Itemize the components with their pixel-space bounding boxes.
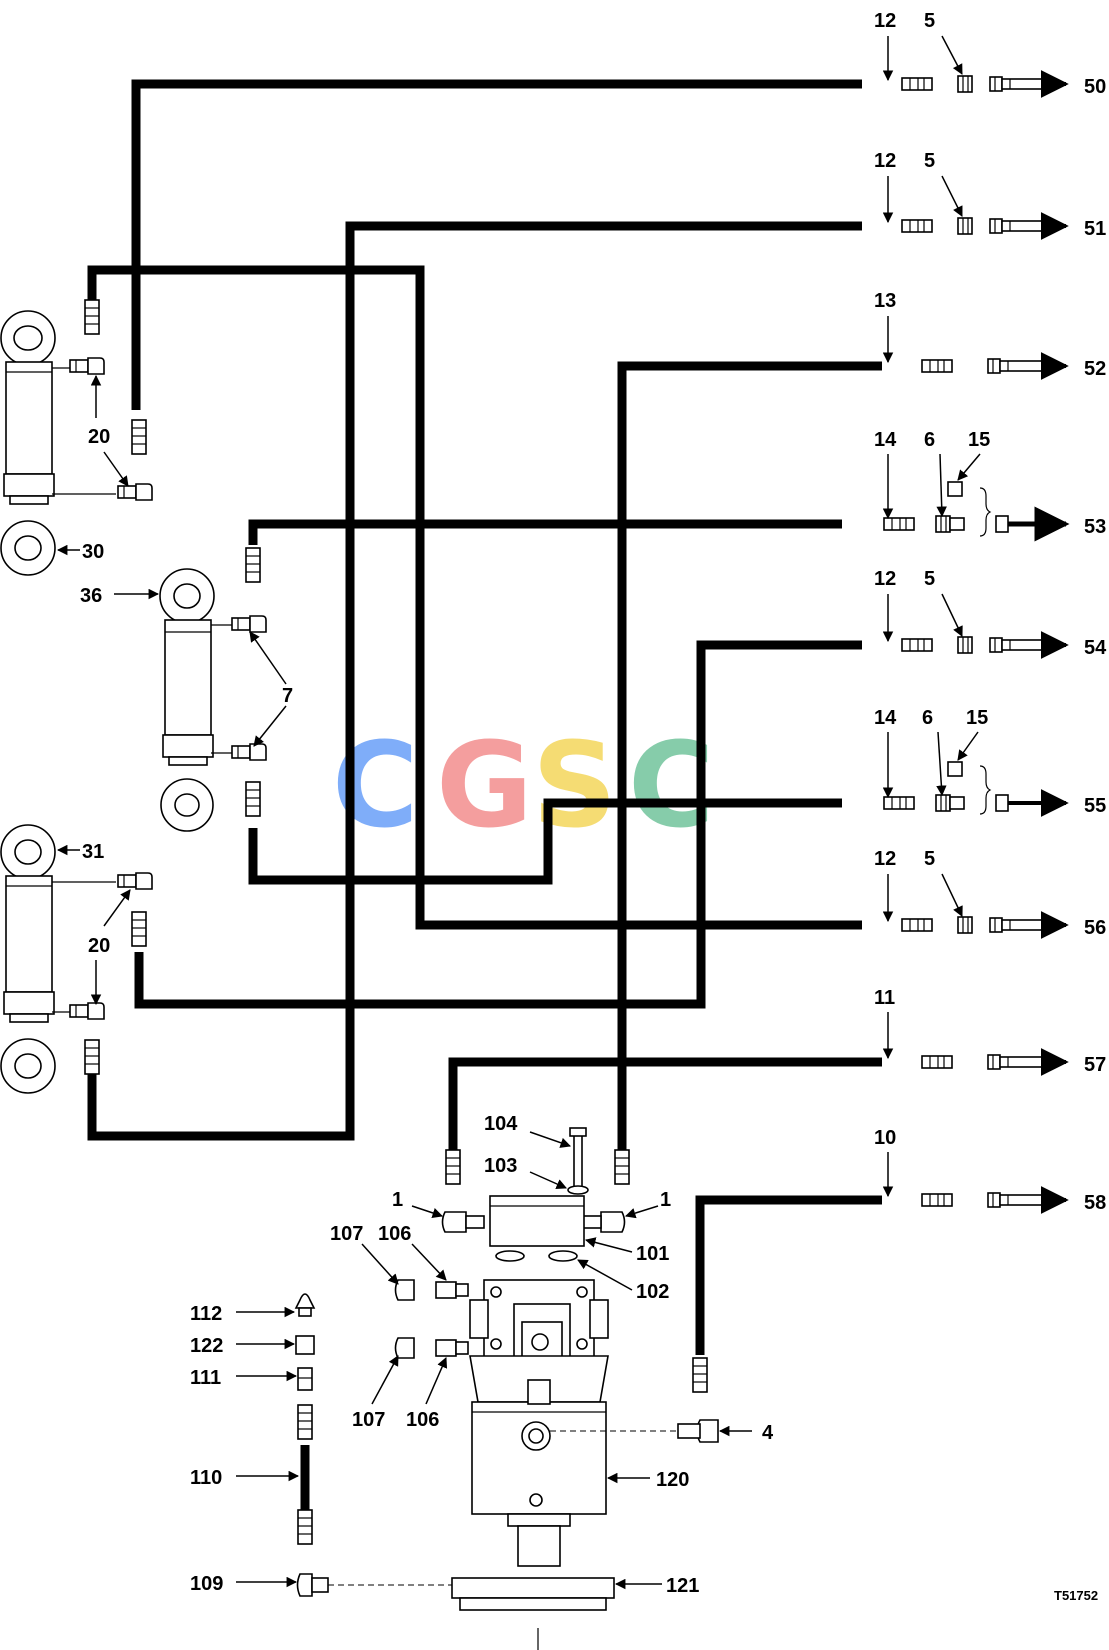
callout-15-row53: 15 [968, 429, 990, 451]
hose-58 [695, 1195, 882, 1355]
callout-122: 122 [190, 1335, 223, 1357]
cylinder-31 [0, 824, 153, 1094]
port-label-58: 58 [1084, 1192, 1106, 1214]
hose-55 [248, 798, 842, 885]
callout-14-row53: 14 [874, 429, 897, 451]
port-label-54: 54 [1084, 637, 1107, 659]
callout-1-left: 1 [392, 1189, 403, 1211]
drawing-code: T51752 [1054, 1588, 1098, 1603]
callout-1-right: 1 [660, 1189, 671, 1211]
callout-20-upper: 20 [88, 426, 110, 448]
hose-50 [131, 79, 862, 410]
callout-5-row51: 5 [924, 150, 935, 172]
port-labels: 50 51 52 53 54 55 56 57 58 [1084, 76, 1107, 1214]
port-label-55: 55 [1084, 795, 1106, 817]
callout-11: 11 [874, 987, 895, 1009]
callout-30: 30 [82, 541, 104, 563]
callout-12-row51: 12 [874, 150, 896, 172]
port-label-51: 51 [1084, 218, 1106, 240]
callout-120: 120 [656, 1469, 689, 1491]
callout-5-row54: 5 [924, 568, 935, 590]
callout-31: 31 [82, 841, 104, 863]
cylinder-30 [0, 299, 153, 576]
hose-54 [134, 640, 862, 1009]
callout-14-row55: 14 [874, 707, 897, 729]
leader-arrows [56, 35, 981, 1590]
callout-4: 4 [762, 1422, 774, 1444]
callout-labels: 12 5 12 5 13 14 6 15 12 5 14 6 15 12 5 1… [80, 10, 990, 1597]
callout-5-row50: 5 [924, 10, 935, 32]
watermark: C G S C [332, 716, 715, 854]
callout-15-row55: 15 [966, 707, 988, 729]
watermark-letter-1: C [332, 716, 419, 854]
port-label-56: 56 [1084, 917, 1106, 939]
callout-103: 103 [484, 1155, 517, 1177]
hose-56 [87, 265, 862, 930]
port-fittings [883, 70, 1070, 1214]
callout-6-row53: 6 [924, 429, 935, 451]
callout-110: 110 [190, 1467, 222, 1489]
callout-112: 112 [190, 1303, 222, 1325]
callout-7: 7 [282, 685, 293, 707]
callout-36: 36 [80, 585, 102, 607]
callout-12-row50: 12 [874, 10, 896, 32]
hose-52 [617, 361, 882, 1150]
callout-107-upper: 107 [330, 1223, 363, 1245]
callout-12-row56: 12 [874, 848, 896, 870]
callout-10: 10 [874, 1127, 896, 1149]
callout-5-row56: 5 [924, 848, 935, 870]
port-label-53: 53 [1084, 516, 1106, 538]
grease-line [294, 1293, 452, 1597]
callout-6-row55: 6 [922, 707, 933, 729]
cylinder-36 [159, 547, 267, 832]
hose-53 [248, 519, 842, 545]
port-label-50: 50 [1084, 76, 1106, 98]
callout-20-lower: 20 [88, 935, 110, 957]
port-label-52: 52 [1084, 358, 1106, 380]
callout-13: 13 [874, 290, 896, 312]
callout-107-lower: 107 [352, 1409, 385, 1431]
callout-109: 109 [190, 1573, 223, 1595]
callout-111: 111 [190, 1367, 221, 1389]
callout-121: 121 [666, 1575, 699, 1597]
callout-106-lower: 106 [406, 1409, 439, 1431]
callout-12-row54: 12 [874, 568, 896, 590]
callout-102: 102 [636, 1281, 669, 1303]
port-label-57: 57 [1084, 1054, 1106, 1076]
hose-51 [87, 221, 862, 1141]
callout-104: 104 [484, 1113, 518, 1135]
callout-101: 101 [636, 1243, 669, 1265]
callout-106-upper: 106 [378, 1223, 411, 1245]
watermark-letter-2: G [436, 716, 533, 854]
valve-motor-assembly [394, 1127, 719, 1650]
hose-57 [448, 1057, 882, 1150]
hose-lines [87, 79, 882, 1512]
